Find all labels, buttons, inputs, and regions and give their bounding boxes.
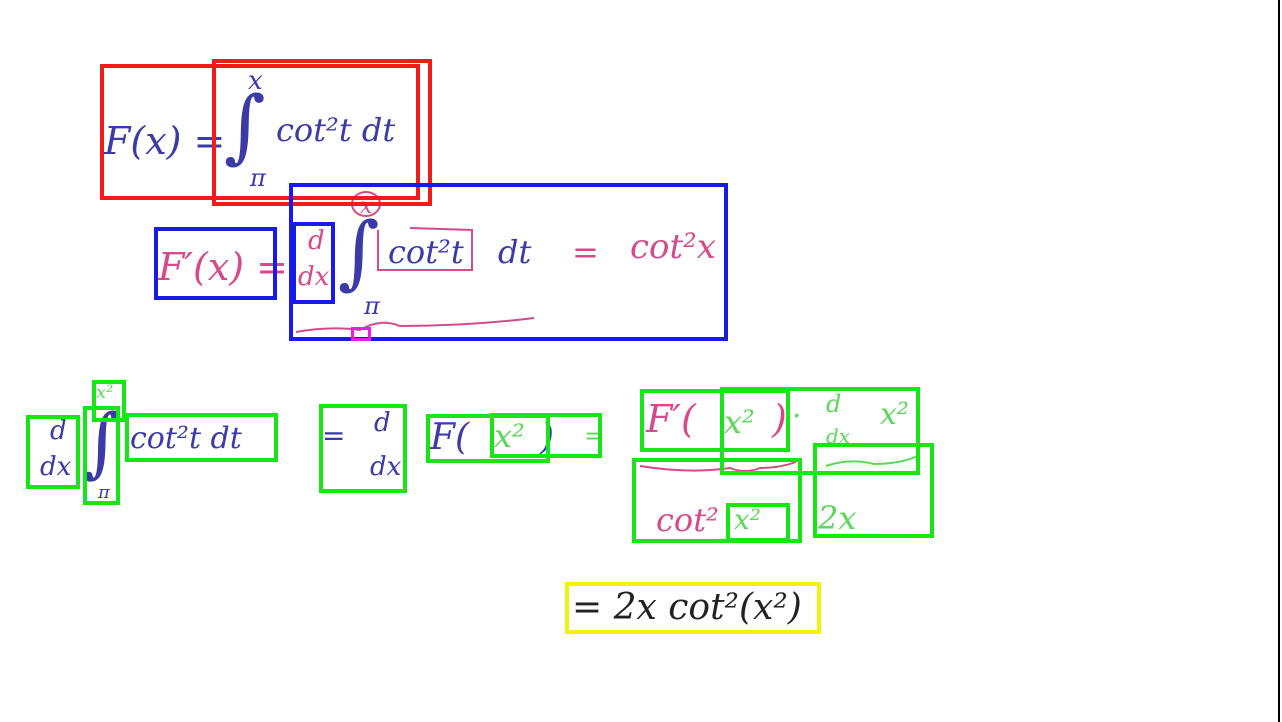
line3-upper-limit: x²: [96, 382, 114, 403]
line3-deriv2-num: d: [374, 408, 391, 438]
line1-integral-sign: ∫: [224, 79, 266, 172]
red-box-lhs: [100, 64, 420, 200]
magenta-box-small: [351, 327, 371, 341]
green-box-cot-arg: [726, 503, 790, 542]
line3-chain-arg: x²: [880, 397, 909, 432]
line3-Fprime-close: ): [772, 397, 787, 441]
line3-dot: ·: [792, 399, 802, 434]
green-box-Fprime: [640, 389, 790, 452]
blue-box-line2: [289, 183, 728, 341]
line3-chain-num: d: [826, 390, 842, 418]
line2-integrand-box: [377, 227, 473, 271]
line3-equals: =: [322, 419, 346, 452]
line3-deriv2-den: dx: [370, 452, 402, 482]
line2-deriv-den: dx: [298, 262, 330, 292]
line2-underbrace: [295, 317, 535, 333]
final-answer: = 2x cot²(x²): [572, 587, 802, 628]
line3-two-x: 2x: [818, 499, 857, 537]
green-box-F-arg: [490, 413, 602, 458]
green-box-upper-limit: [92, 380, 126, 422]
green-box-deriv: [26, 415, 80, 489]
line2-lower-limit: π: [364, 292, 380, 320]
yellow-box-answer: [565, 582, 821, 634]
line3-deriv-num: d: [50, 416, 67, 446]
green-box-2x: [813, 443, 934, 538]
line3-pink-underbrace: [639, 461, 797, 472]
line3-green-underbrace: [825, 455, 919, 467]
green-box-integral: [83, 406, 120, 505]
blue-box-fprime: [154, 227, 277, 300]
line1-lower-limit: π: [250, 164, 266, 192]
line2-equals: =: [572, 233, 599, 271]
line1-integrand: cot²t dt: [276, 111, 396, 149]
line3-lower-limit: π: [98, 482, 110, 503]
red-box-integral: [212, 59, 432, 206]
line3-Fprime-arg: x²: [724, 403, 755, 441]
green-box-d-dx: [319, 404, 407, 493]
line2-lhs: F′(x) =: [158, 245, 288, 289]
line3-F-arg: x²: [494, 417, 525, 455]
green-box-F: [426, 414, 550, 463]
line2-upper-limit: x: [360, 194, 373, 219]
line3-integrand: cot²t dt: [130, 421, 242, 456]
blue-box-deriv: [292, 222, 335, 304]
line2-integrand: cot²t: [388, 233, 464, 271]
line3-Fprime: F′(: [646, 397, 696, 441]
line2-integral-sign: ∫: [338, 205, 380, 298]
green-box-chain: [720, 387, 920, 475]
right-edge-line: [1278, 0, 1280, 722]
green-box-integrand: [125, 413, 278, 462]
line2-result: cot²x: [630, 227, 716, 267]
line3-cot-arg: x²: [734, 503, 762, 536]
green-box-cot: [632, 458, 802, 543]
line3-F-open: F(: [430, 417, 470, 458]
line1-upper-limit: x: [248, 66, 263, 96]
line2-dt: dt: [498, 233, 532, 271]
line3-cot-part: cot²: [656, 501, 719, 539]
line1-lhs: F(x) =: [104, 119, 226, 163]
line2-deriv-num: d: [308, 226, 325, 256]
line3-chain-den: dx: [826, 424, 851, 448]
line3-deriv-den: dx: [40, 452, 72, 482]
line3-integral-sign: ∫: [82, 397, 122, 486]
